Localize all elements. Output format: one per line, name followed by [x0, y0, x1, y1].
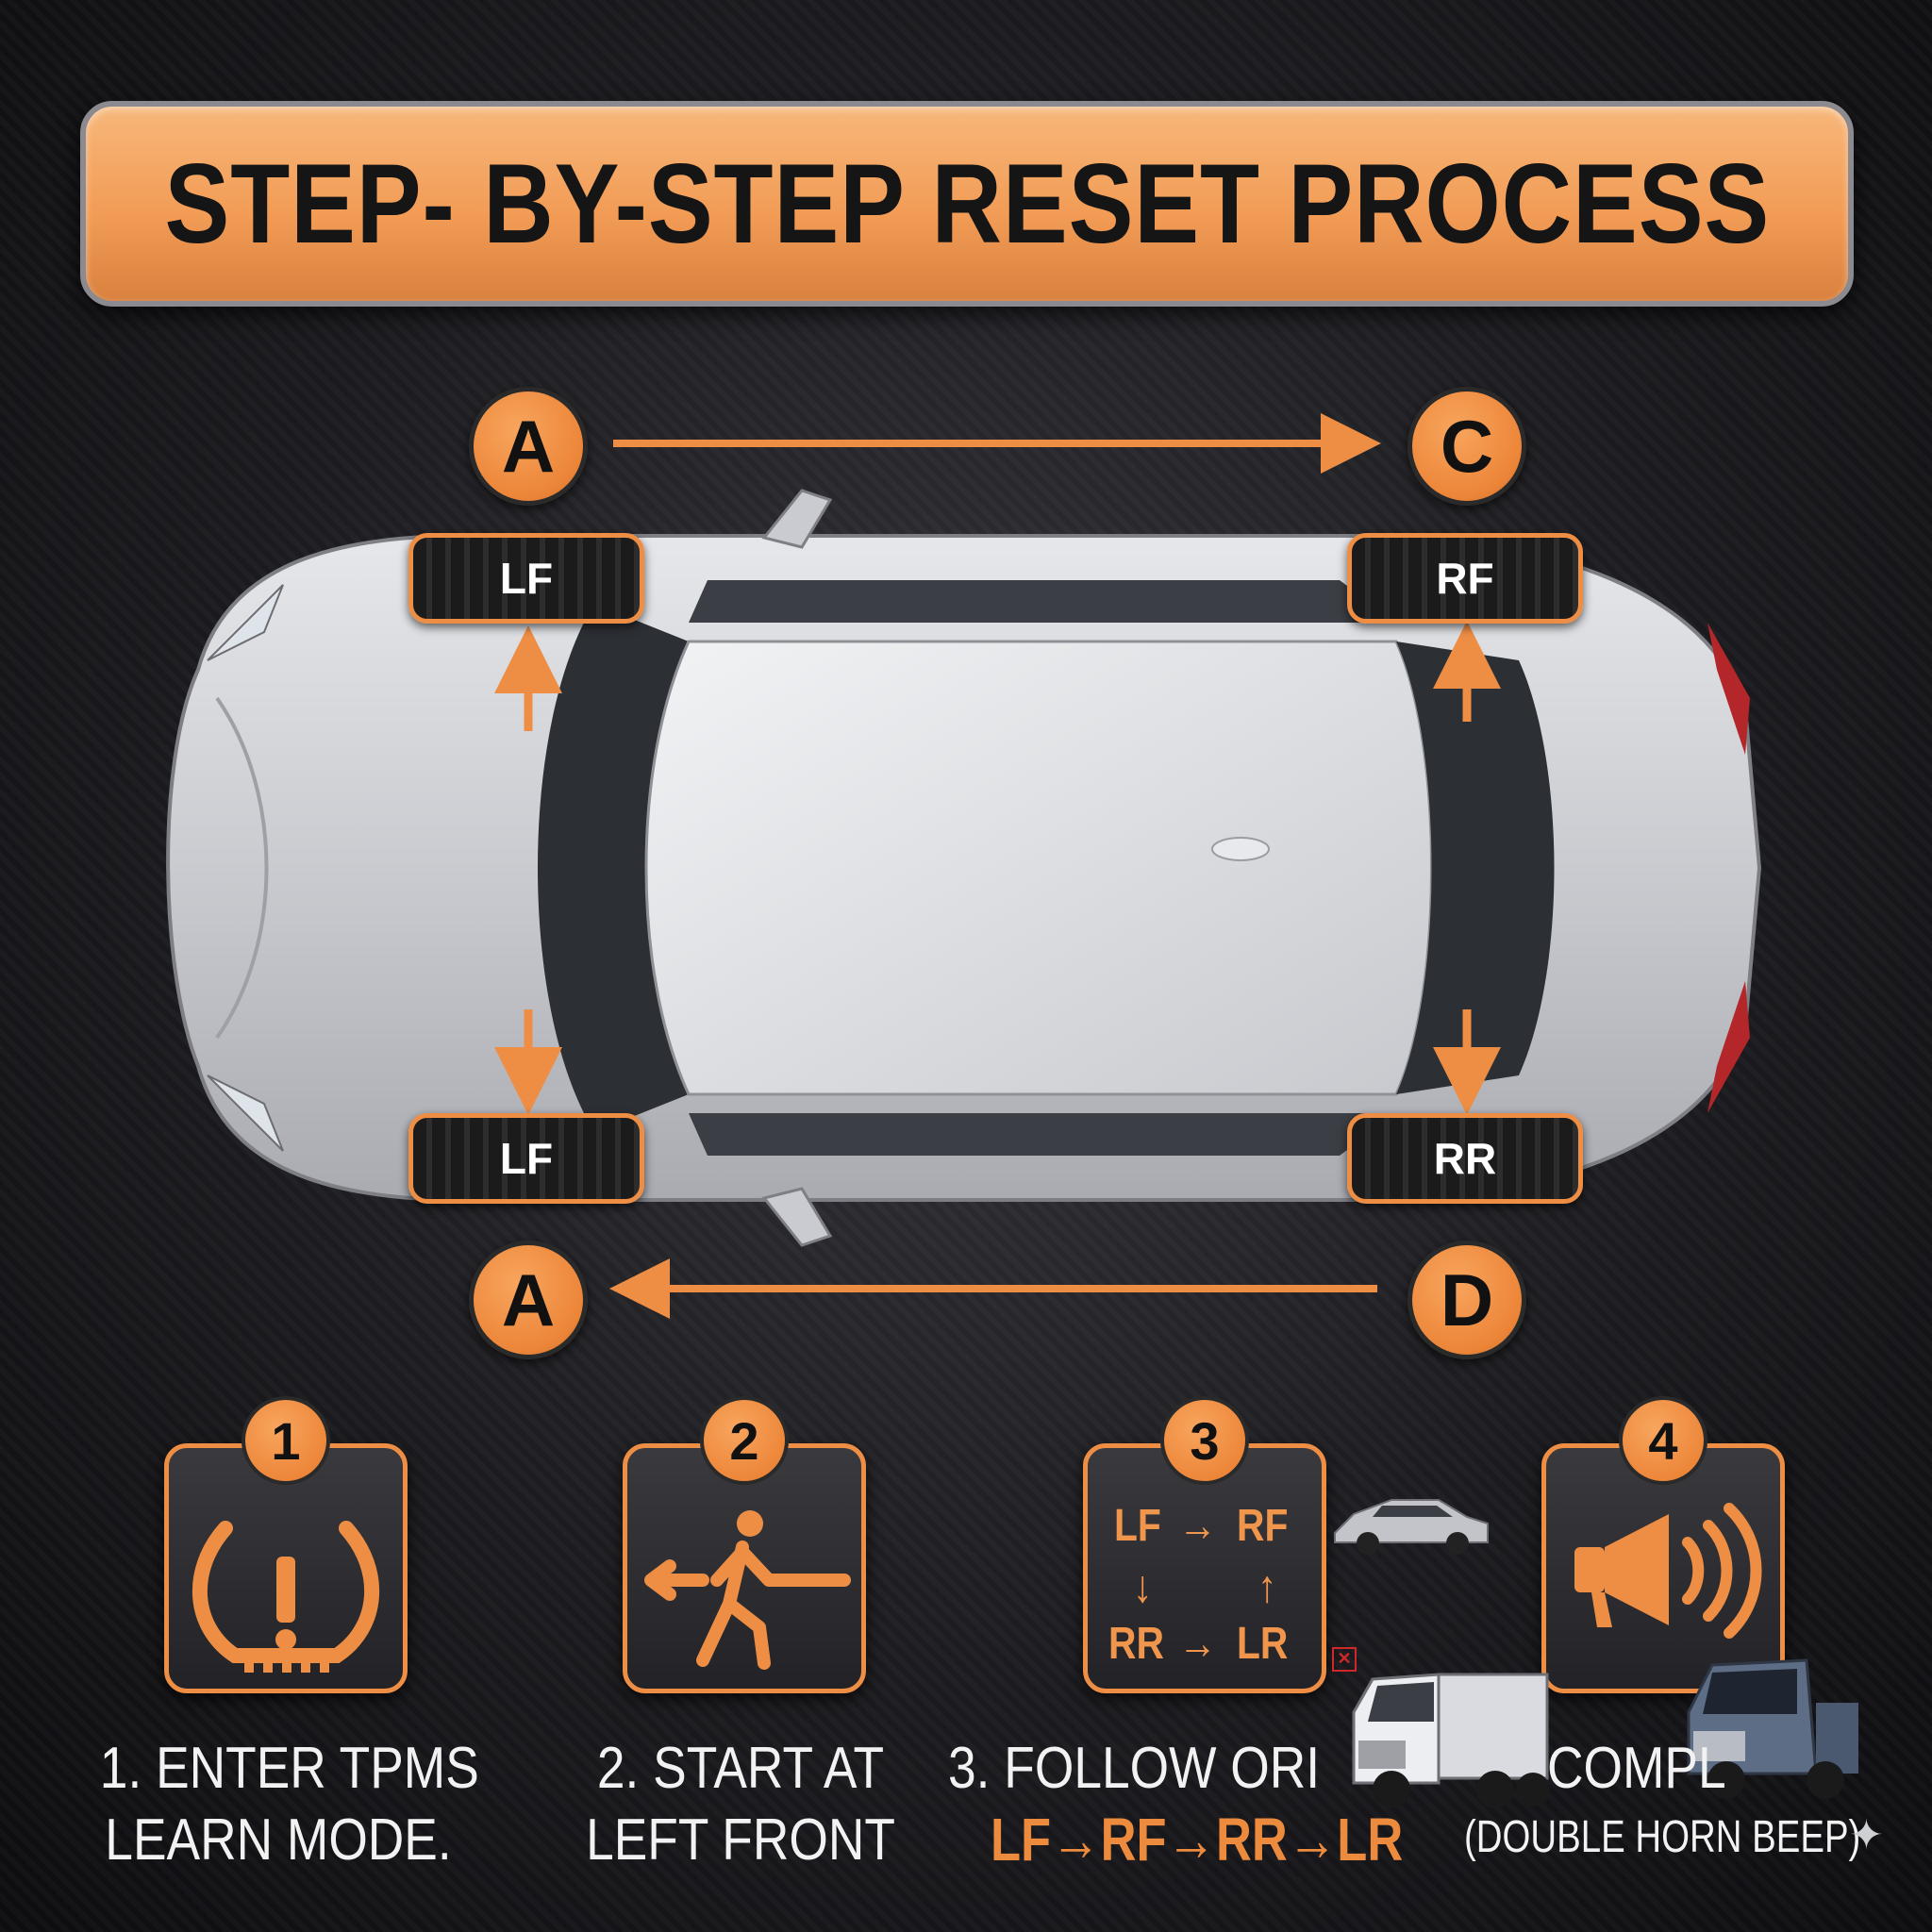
tire-rear-right: RR — [1347, 1113, 1583, 1204]
marker-a-top: A — [469, 387, 588, 506]
step-3-number: 3 — [1160, 1396, 1249, 1485]
step-4-caption-line1: COMPL — [1547, 1736, 1726, 1801]
step-4-number: 4 — [1619, 1396, 1707, 1485]
small-close-icon: ✕ — [1332, 1647, 1357, 1672]
step-1-caption: 1. ENTER TPMS LEARN MODE. — [99, 1733, 479, 1876]
order-lf: LF — [1114, 1501, 1161, 1551]
order-rr: RR — [1108, 1619, 1164, 1669]
step-2-caption: 2. START AT LEFT FRONT — [562, 1733, 919, 1876]
car-top-view — [166, 489, 1762, 1247]
order-arrow-right-2: → — [1178, 1619, 1217, 1669]
horn-speaker-icon — [1574, 1503, 1762, 1639]
step-3-caption-line1: 3. FOLLOW ORI — [948, 1736, 1321, 1801]
blue-truck-image — [1687, 1658, 1858, 1799]
step-1-caption-line2: LEARN MODE. — [105, 1807, 452, 1873]
step-1-number: 1 — [242, 1396, 330, 1485]
order-lr: LR — [1237, 1619, 1289, 1669]
step-4-caption-line2: (DOUBLE HORN BEEP) — [1464, 1812, 1861, 1862]
order-arrow-right: → — [1178, 1501, 1217, 1551]
sedan-thumbnail — [1334, 1499, 1489, 1555]
order-arrow-up: ↑ — [1257, 1562, 1277, 1612]
step-2-number: 2 — [700, 1396, 789, 1485]
sparkle-icon: ✦ — [1849, 1812, 1884, 1858]
step-1-caption-line1: 1. ENTER TPMS — [99, 1736, 479, 1801]
step-2-card — [623, 1443, 866, 1693]
step-3-caption-line2: LF→RF→RR→LR — [991, 1806, 1404, 1874]
tire-rear-left: LF — [408, 1113, 644, 1204]
step-2-caption-line2: LEFT FRONT — [586, 1807, 895, 1873]
title-banner: STEP- BY-STEP RESET PROCESS — [80, 101, 1854, 307]
step-1-card — [164, 1443, 408, 1693]
marker-c: C — [1407, 387, 1526, 506]
tpms-warning-icon — [192, 1521, 380, 1673]
order-arrow-down: ↓ — [1133, 1562, 1153, 1612]
tire-front-left: LF — [408, 533, 644, 624]
step-2-caption-line1: 2. START AT — [596, 1736, 885, 1801]
tire-front-right: RF — [1347, 533, 1583, 624]
marker-a-bottom: A — [469, 1241, 588, 1359]
order-rf: RF — [1237, 1501, 1289, 1551]
white-truck-image — [1352, 1673, 1550, 1808]
marker-d: D — [1407, 1241, 1526, 1359]
banner-title: STEP- BY-STEP RESET PROCESS — [164, 141, 1770, 267]
walking-person-icon — [644, 1510, 851, 1670]
